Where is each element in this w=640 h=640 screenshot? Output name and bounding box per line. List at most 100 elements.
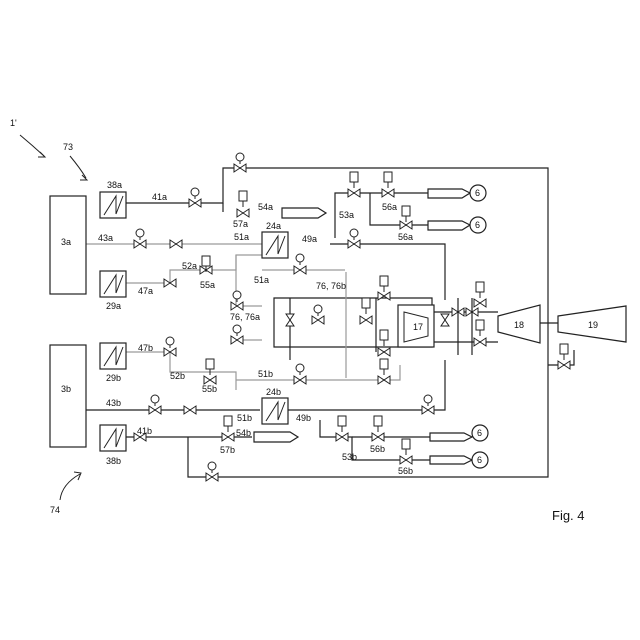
hx-24b (262, 398, 288, 424)
valve-16 (378, 292, 390, 300)
label-52b: 52b (170, 371, 185, 381)
valve-34 (558, 361, 570, 369)
label-51b-1: 51b (258, 369, 273, 379)
valve-17 (378, 348, 390, 356)
hx-38b (100, 425, 126, 451)
actuator-3 (206, 359, 214, 369)
label-57b: 57b (220, 445, 235, 455)
label-76-76b: 76, 76b (316, 281, 346, 291)
motor-1 (191, 188, 199, 196)
motor-7 (314, 305, 322, 313)
actuator-12 (338, 416, 346, 426)
port-label-2: 6 (475, 220, 480, 230)
valve-14 (312, 316, 324, 324)
valve-23 (149, 406, 161, 414)
valve-12 (400, 221, 412, 229)
motor-4 (233, 291, 241, 299)
label-19: 19 (588, 320, 598, 330)
label-24b: 24b (266, 387, 281, 397)
label-57a: 57a (233, 219, 248, 229)
port-label-4: 6 (477, 455, 482, 465)
ref-arrowhead-1prime (38, 152, 45, 157)
label-3b: 3b (61, 384, 71, 394)
port-pipe-4 (430, 456, 472, 464)
valve-31 (206, 473, 218, 481)
label-24a: 24a (266, 221, 281, 231)
outlet-54a (282, 208, 326, 218)
label-38a: 38a (107, 180, 122, 190)
valve-24 (184, 406, 196, 414)
label-group-74: 74 (50, 505, 60, 515)
actuator-13 (374, 416, 382, 426)
label-56a-2: 56a (398, 232, 413, 242)
valve-25 (422, 406, 434, 414)
label-54a: 54a (258, 202, 273, 212)
motor-12 (208, 462, 216, 470)
actuator-10 (380, 359, 388, 369)
actuator-11 (224, 416, 232, 426)
valve-9 (348, 240, 360, 248)
label-17: 17 (413, 322, 423, 332)
actuator-4 (350, 172, 358, 182)
label-51b-2: 51b (237, 413, 252, 423)
label-3a: 3a (61, 237, 71, 247)
outlet-54b (254, 432, 298, 442)
pipe-56a-lower (370, 193, 428, 225)
actuator-16 (476, 320, 484, 330)
label-53a: 53a (339, 210, 354, 220)
pipe-49a (330, 244, 445, 300)
port-pipe-1 (428, 189, 470, 198)
figure-caption: Fig. 4 (552, 508, 585, 523)
ref-arrow-74 (60, 474, 80, 500)
motor-10 (151, 395, 159, 403)
port-label-3: 6 (477, 428, 482, 438)
actuator-1 (239, 191, 247, 201)
label-41b: 41b (137, 426, 152, 436)
valve-4 (170, 240, 182, 248)
actuator-15 (476, 282, 484, 292)
label-49b: 49b (296, 413, 311, 423)
valve-motors (136, 153, 432, 473)
motor-11 (424, 395, 432, 403)
label-47b: 47b (138, 343, 153, 353)
actuator-7 (380, 276, 388, 286)
motor-3 (136, 229, 144, 237)
valve-28 (336, 433, 348, 441)
hx-38a (100, 192, 126, 218)
valve-8 (231, 302, 243, 310)
valve-29 (372, 433, 384, 441)
motor-5 (233, 325, 241, 333)
port-pipe-2 (428, 221, 470, 230)
label-52a: 52a (182, 261, 197, 271)
label-system-ref: 1' (10, 118, 17, 128)
label-49a: 49a (302, 234, 317, 244)
actuator-9 (380, 330, 388, 340)
valve-5 (237, 209, 249, 217)
label-29a: 29a (106, 301, 121, 311)
label-53b: 53b (342, 452, 357, 462)
valve-27 (222, 433, 234, 441)
valve-3 (134, 240, 146, 248)
valve-19 (231, 336, 243, 344)
label-38b: 38b (106, 456, 121, 466)
unit-3b-box (50, 345, 86, 447)
valve-1 (189, 199, 201, 207)
valve-18 (378, 376, 390, 384)
valve-21 (204, 376, 216, 384)
valve-10 (348, 189, 360, 197)
actuator-17 (560, 344, 568, 354)
valve-35 (286, 314, 294, 326)
motor-13 (296, 364, 304, 372)
valve-36 (441, 314, 449, 326)
actuator-8 (362, 298, 370, 308)
valve-30 (400, 456, 412, 464)
motor-9 (166, 337, 174, 345)
pipe-49b (288, 360, 445, 410)
label-43b: 43b (106, 398, 121, 408)
label-group-73: 73 (63, 142, 73, 152)
valve-13 (294, 266, 306, 274)
actuator-5 (384, 172, 392, 182)
port-pipe-3 (430, 433, 472, 441)
